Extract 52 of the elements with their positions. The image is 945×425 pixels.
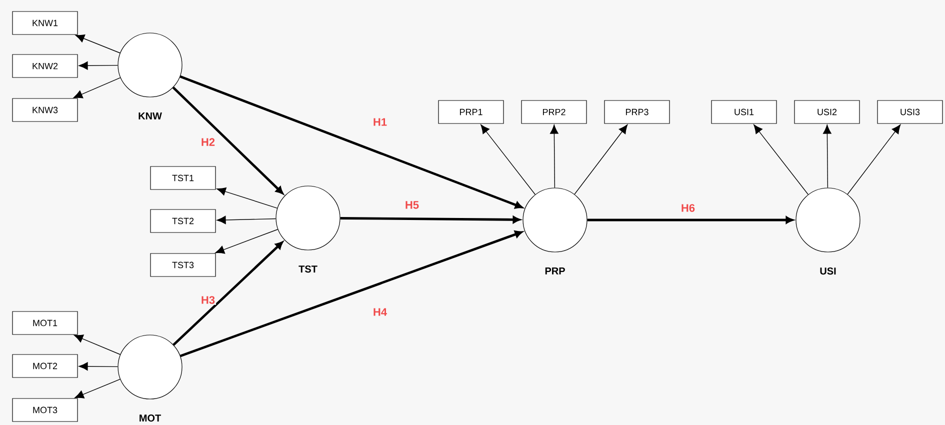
construct-circle: [796, 188, 860, 252]
arrow: [172, 242, 283, 346]
indicator-box: TST2: [150, 209, 216, 233]
indicator-box: TST1: [150, 166, 216, 190]
construct-label: KNW: [138, 112, 162, 120]
construct-circle: [118, 32, 182, 98]
arrow: [180, 230, 522, 358]
edge-label: H3: [200, 295, 216, 305]
indicator-box: USI1: [711, 100, 777, 124]
construct-label: TST: [298, 266, 318, 273]
arrow: [78, 61, 118, 70]
edge-label: H2: [200, 137, 216, 147]
indicator-box: KNW1: [12, 11, 78, 35]
arrow: [180, 75, 523, 209]
construct-label: MOT: [140, 414, 162, 422]
indicator-box: MOT1: [12, 311, 78, 335]
indicator-box: USI3: [877, 100, 943, 124]
construct-circle: [276, 186, 340, 250]
arrow: [587, 216, 794, 224]
arrow: [215, 229, 278, 254]
arrow: [754, 124, 809, 195]
arrow: [480, 124, 536, 195]
arrow: [75, 34, 120, 54]
construct-circle: [118, 334, 182, 400]
arrow: [823, 124, 832, 188]
indicator-box: KNW2: [12, 54, 78, 78]
arrow: [74, 334, 121, 355]
indicator-box: KNW3: [12, 98, 78, 122]
indicator-box: USI2: [794, 100, 860, 124]
arrow: [216, 187, 278, 208]
arrow: [172, 86, 284, 194]
indicator-box: MOT2: [12, 354, 78, 378]
construct-label: PRP: [545, 268, 565, 274]
indicator-box: TST3: [150, 253, 216, 277]
arrow: [340, 216, 520, 224]
arrow: [574, 124, 628, 195]
edge-label: H5: [404, 200, 420, 210]
indicator-box: PRP3: [604, 100, 670, 124]
construct-circle: [522, 188, 588, 252]
edge-label: H6: [680, 203, 696, 213]
arrow: [550, 124, 558, 188]
indicator-box: MOT3: [12, 398, 78, 422]
indicator-box: PRP1: [438, 100, 504, 124]
arrow: [216, 216, 276, 224]
indicator-box: PRP2: [521, 100, 587, 124]
edge-label: H1: [372, 117, 388, 127]
arrow: [73, 77, 121, 98]
arrow: [78, 362, 118, 371]
edge-label: H4: [372, 307, 388, 317]
arrow: [847, 124, 901, 195]
arrow: [74, 378, 120, 398]
construct-label: USI: [820, 268, 836, 275]
